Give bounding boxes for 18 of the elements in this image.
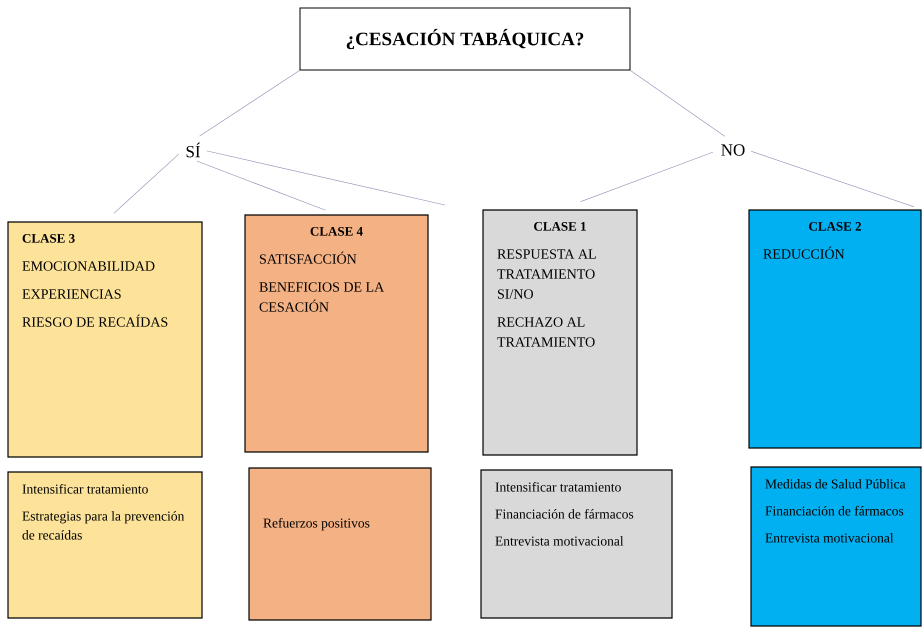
class-box: CLASE 2 REDUCCIÓN (748, 209, 922, 449)
connector-line (196, 160, 326, 210)
connector-line (199, 70, 300, 136)
question-box: ¿CESACIÓN TABÁQUICA? (300, 8, 630, 70)
connector-line (580, 152, 714, 202)
action-box: Medidas de Salud Pública Financiación de fármacos Entrevista motivacional (750, 466, 922, 627)
connector-line (630, 70, 726, 137)
class-box: CLASE 3 EMOCIONABILIDAD EXPERIENCIAS RIESGO DE RECAÍDAS (7, 221, 203, 458)
class-box: CLASE 1 RESPUESTA AL TRATAMIENTO SI/NO RECHAZO AL TRATAMIENTO (482, 209, 638, 456)
branch-label: NO (721, 144, 745, 156)
class-box: CLASE 4 SATISFACCIÓN BENEFICIOS DE LA CESACIÓN (244, 214, 429, 453)
branch-label: SÍ (186, 142, 200, 158)
action-box: Refuerzos positivos (248, 467, 432, 621)
connector-line (114, 154, 180, 214)
connector-line (206, 150, 446, 206)
action-box: Intensificar tratamiento Estrategias para la prevención de recaídas (7, 471, 203, 619)
connector-line (750, 150, 914, 208)
action-box: Intensificar tratamiento Financiación de fármacos Entrevista motivacional (480, 469, 673, 619)
